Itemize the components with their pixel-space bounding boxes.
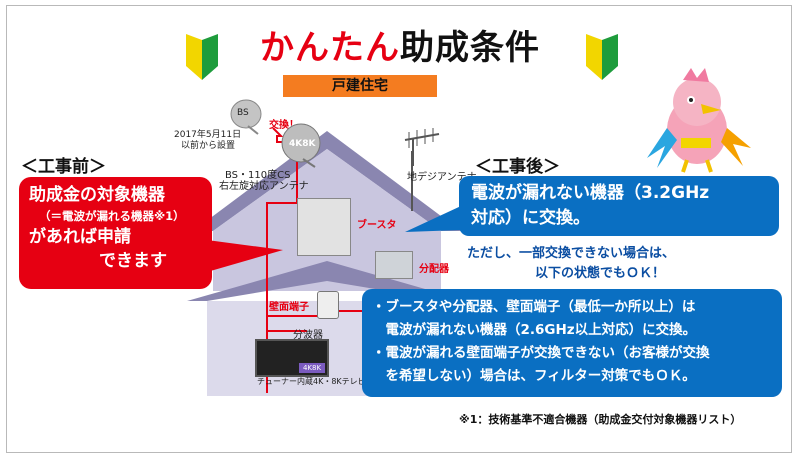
install-date-line2: 以前から設置 bbox=[181, 141, 236, 151]
condition-line: を希望しない）場合は、フィルター対策でもＯＫ。 bbox=[372, 368, 696, 384]
splitter-label: 分配器 bbox=[419, 264, 449, 275]
title-part1: かんたん bbox=[260, 28, 400, 68]
beginner-mark-icon bbox=[186, 34, 218, 80]
arrow-down-icon bbox=[272, 128, 284, 143]
condition-line: 電波が漏れない機器（2.6GHz以上対応）に交換。 bbox=[372, 322, 697, 338]
section-after: ＜工事後＞ bbox=[475, 157, 560, 177]
footnote: ※1：技術基準不適合機器（助成金交付対象機器リスト） bbox=[459, 413, 742, 426]
callout-before-line3: があれば申請 bbox=[29, 227, 131, 247]
page-title: かんたん助成条件 bbox=[7, 20, 791, 69]
install-date-line1: 2017年5月11日 bbox=[174, 130, 242, 140]
exception-note: ただし、一部交換できない場合は、 以下の状態でもＯＫ！ bbox=[467, 244, 675, 284]
splitter-device bbox=[375, 251, 413, 279]
exception-note-line1: ただし、一部交換できない場合は、 bbox=[467, 246, 676, 261]
section-before: ＜工事前＞ bbox=[21, 157, 106, 177]
title-part2: 助成条件 bbox=[400, 28, 540, 68]
terrestrial-antenna-icon bbox=[404, 128, 440, 166]
conditions-box: ・ブースタや分配器、壁面端子（最低一か所以上）は 電波が漏れない機器（2.6GH… bbox=[362, 289, 782, 397]
callout-after-tail bbox=[405, 206, 461, 232]
beginner-mark-icon bbox=[586, 34, 618, 80]
callout-before-line4: できます bbox=[99, 251, 167, 271]
condition-line: ・ブースタや分配器、壁面端子（最低一か所以上）は bbox=[372, 299, 696, 315]
callout-before-tail bbox=[207, 240, 283, 272]
callout-before: 助成金の対象機器 （＝電波が漏れる機器※1） があれば申請 できます bbox=[19, 177, 212, 289]
booster-device bbox=[297, 198, 351, 256]
condition-line: ・電波が漏れる壁面端子が交換できない（お客様が交換 bbox=[372, 345, 710, 361]
mascot-bird-icon bbox=[647, 68, 751, 173]
wall-terminal-label: 壁面端子 bbox=[269, 302, 309, 313]
terrestrial-label: 地デジアンテナ bbox=[407, 172, 477, 183]
4k8k-dish-label: 4K8K bbox=[289, 139, 316, 149]
exception-note-line2: 以下の状態でもＯＫ！ bbox=[535, 266, 666, 281]
wall-terminal-device bbox=[317, 291, 339, 319]
tv-label: チューナー内蔵4K・8Kテレビ bbox=[257, 377, 366, 386]
cs-antenna-label1: BS・110度CS bbox=[225, 170, 291, 181]
building-type-badge: 戸建住宅 bbox=[283, 75, 437, 97]
booster-label: ブースタ bbox=[357, 220, 397, 231]
callout-before-line2: （＝電波が漏れる機器※1） bbox=[39, 209, 185, 223]
tv-splitter-label: 分波器 bbox=[293, 330, 323, 341]
callout-after: 電波が漏れない機器（3.2GHz 対応）に交換。 bbox=[459, 176, 779, 236]
callout-after-line2: 対応）に交換。 bbox=[471, 208, 590, 228]
diagram-frame: かんたん助成条件 戸建住宅 BS 交換！ 2017年5月11日 以前から設置 4… bbox=[6, 5, 792, 453]
exchange-label: 交換！ bbox=[269, 120, 299, 131]
callout-after-line1: 電波が漏れない機器（3.2GHz bbox=[471, 183, 710, 203]
tv-4k8k-badge: 4K8K bbox=[299, 363, 325, 373]
bs-label: BS bbox=[237, 108, 249, 118]
bs-dish-icon bbox=[230, 99, 262, 135]
callout-before-line1: 助成金の対象機器 bbox=[29, 185, 165, 205]
cs-antenna-label2: 右左旋対応アンテナ bbox=[219, 181, 309, 192]
4k8k-dish-icon bbox=[281, 123, 321, 168]
